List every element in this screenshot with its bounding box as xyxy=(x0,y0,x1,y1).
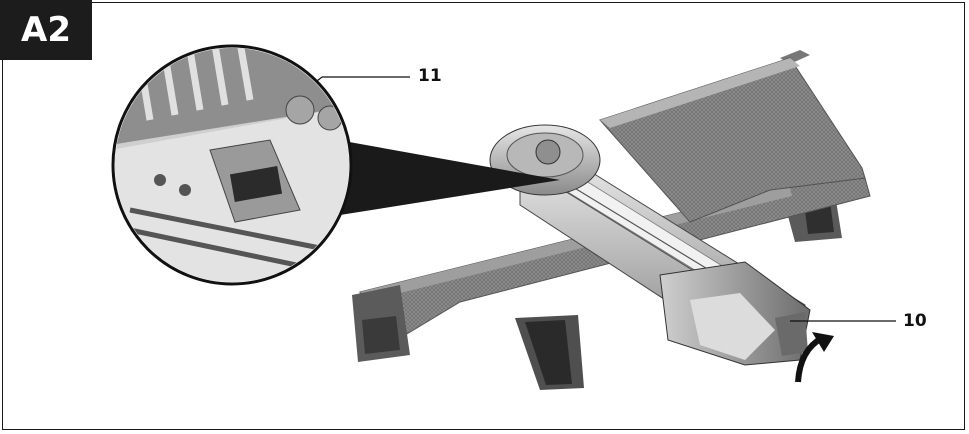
rail-end-block-left xyxy=(352,285,410,362)
magnifier-pointer xyxy=(338,140,560,215)
arm-end-housing xyxy=(659,261,811,366)
guide-rail xyxy=(359,50,871,356)
support-leg-front-left xyxy=(515,315,584,390)
callout-label-11: 11 xyxy=(418,66,442,86)
magnified-detail xyxy=(111,44,353,286)
rotation-arrow-icon xyxy=(795,332,834,383)
figure-tag: A2 xyxy=(0,0,92,60)
callout-label-10: 10 xyxy=(903,311,927,331)
